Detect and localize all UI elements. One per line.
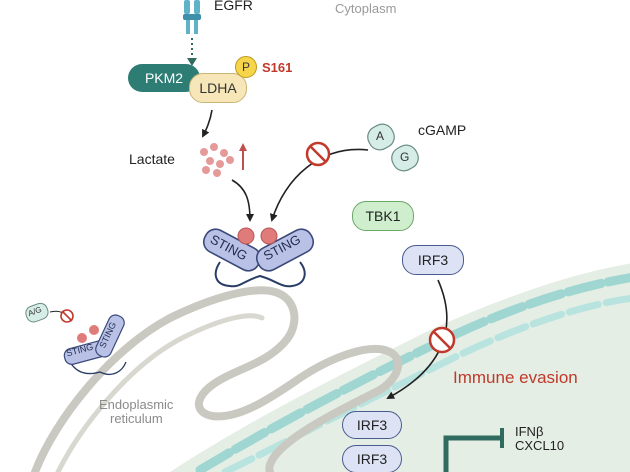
- irf3-node: IRF3: [402, 245, 464, 275]
- cytoplasm-label: Cytoplasm: [335, 1, 397, 16]
- irf3-block-icon: [428, 326, 456, 354]
- egfr-label: EGFR: [214, 0, 253, 13]
- phospho-badge: P: [235, 56, 257, 78]
- cgamp-to-sting-arrow: [269, 148, 369, 222]
- ldha-to-lactate-arrow: [202, 109, 213, 138]
- cgamp-block-icon: [305, 141, 331, 167]
- nuclear-irf3-top: IRF3: [342, 411, 402, 439]
- target-gene-cxcl10: CXCL10: [515, 438, 565, 453]
- target-gene-ifnb: IFNβ: [515, 424, 544, 439]
- cgamp-a-label: A: [376, 129, 385, 143]
- sting-dimer: [202, 227, 315, 288]
- tbk1-node: TBK1: [352, 201, 414, 231]
- lactate-to-sting-arrow: [231, 179, 254, 222]
- transcription-inhibition-arrow: [443, 435, 503, 472]
- er-membrane-inner: [55, 313, 265, 472]
- ldha-node: LDHA: [189, 73, 247, 103]
- cgamp-molecule: [367, 123, 419, 172]
- cgamp-label: cGAMP: [418, 122, 467, 138]
- er-membrane: [31, 286, 403, 472]
- lactate-molecules: [200, 143, 234, 177]
- lactate-label: Lactate: [129, 151, 175, 167]
- er-label-line2: reticulum: [110, 411, 163, 426]
- nuclear-irf3-bottom: IRF3: [342, 445, 402, 472]
- er-label-line1: Endoplasmic: [99, 397, 174, 412]
- egfr-receptor: [183, 0, 201, 34]
- inset-sting-panel: [25, 302, 127, 376]
- cgamp-g-label: G: [400, 150, 410, 164]
- immune-evasion-label: Immune evasion: [453, 368, 578, 387]
- pkm2-node: PKM2: [128, 64, 200, 92]
- s161-site-label: S161: [262, 60, 293, 75]
